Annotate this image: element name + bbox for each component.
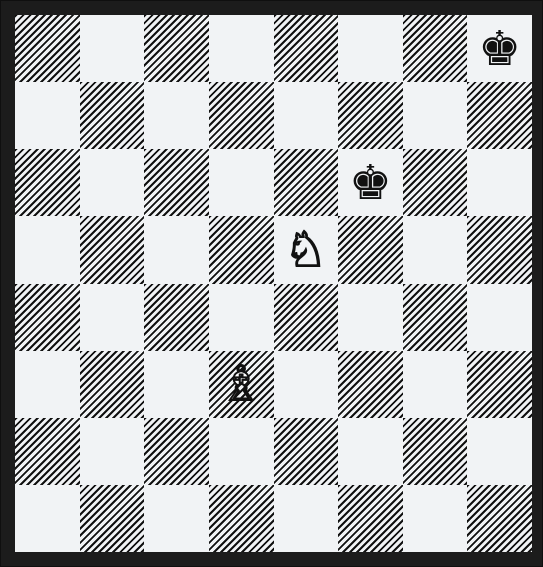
square-h5[interactable] <box>467 216 532 283</box>
square-h1[interactable] <box>467 485 532 552</box>
square-g4[interactable] <box>403 284 468 351</box>
square-f3[interactable] <box>338 351 403 418</box>
square-d6[interactable] <box>209 149 274 216</box>
square-a6[interactable] <box>15 149 80 216</box>
black-king-icon[interactable]: ♚ <box>478 25 521 73</box>
black-king-icon[interactable]: ♚ <box>349 159 392 207</box>
square-e5[interactable]: ♘ <box>274 216 339 283</box>
square-a1[interactable] <box>15 485 80 552</box>
square-b4[interactable] <box>80 284 145 351</box>
square-h3[interactable] <box>467 351 532 418</box>
square-e1[interactable] <box>274 485 339 552</box>
square-e8[interactable] <box>274 15 339 82</box>
square-b6[interactable] <box>80 149 145 216</box>
square-e4[interactable] <box>274 284 339 351</box>
square-f7[interactable] <box>338 82 403 149</box>
square-g8[interactable] <box>403 15 468 82</box>
square-g1[interactable] <box>403 485 468 552</box>
square-h8[interactable]: ♚ <box>467 15 532 82</box>
square-b1[interactable] <box>80 485 145 552</box>
square-f5[interactable] <box>338 216 403 283</box>
square-c3[interactable] <box>144 351 209 418</box>
white-bishop-icon[interactable]: ♗ <box>220 360 263 408</box>
square-g3[interactable] <box>403 351 468 418</box>
square-b8[interactable] <box>80 15 145 82</box>
square-b5[interactable] <box>80 216 145 283</box>
square-c4[interactable] <box>144 284 209 351</box>
square-c8[interactable] <box>144 15 209 82</box>
square-b2[interactable] <box>80 418 145 485</box>
square-f8[interactable] <box>338 15 403 82</box>
white-knight-icon[interactable]: ♘ <box>284 226 327 274</box>
square-b3[interactable] <box>80 351 145 418</box>
square-e6[interactable] <box>274 149 339 216</box>
square-a3[interactable] <box>15 351 80 418</box>
square-d3[interactable]: ♗ <box>209 351 274 418</box>
square-d5[interactable] <box>209 216 274 283</box>
square-g2[interactable] <box>403 418 468 485</box>
square-e7[interactable] <box>274 82 339 149</box>
square-g6[interactable] <box>403 149 468 216</box>
square-d8[interactable] <box>209 15 274 82</box>
square-d4[interactable] <box>209 284 274 351</box>
chessboard: ♚ ♚ ♘ ♗ <box>15 15 532 552</box>
square-a7[interactable] <box>15 82 80 149</box>
square-c5[interactable] <box>144 216 209 283</box>
square-h2[interactable] <box>467 418 532 485</box>
square-e3[interactable] <box>274 351 339 418</box>
square-g7[interactable] <box>403 82 468 149</box>
square-a2[interactable] <box>15 418 80 485</box>
square-h6[interactable] <box>467 149 532 216</box>
square-f2[interactable] <box>338 418 403 485</box>
square-e2[interactable] <box>274 418 339 485</box>
square-f4[interactable] <box>338 284 403 351</box>
square-c1[interactable] <box>144 485 209 552</box>
square-f6[interactable]: ♚ <box>338 149 403 216</box>
square-b7[interactable] <box>80 82 145 149</box>
square-g5[interactable] <box>403 216 468 283</box>
square-f1[interactable] <box>338 485 403 552</box>
square-c6[interactable] <box>144 149 209 216</box>
square-a5[interactable] <box>15 216 80 283</box>
square-a8[interactable] <box>15 15 80 82</box>
square-h4[interactable] <box>467 284 532 351</box>
square-c2[interactable] <box>144 418 209 485</box>
square-d7[interactable] <box>209 82 274 149</box>
square-h7[interactable] <box>467 82 532 149</box>
square-c7[interactable] <box>144 82 209 149</box>
square-d1[interactable] <box>209 485 274 552</box>
square-d2[interactable] <box>209 418 274 485</box>
square-a4[interactable] <box>15 284 80 351</box>
